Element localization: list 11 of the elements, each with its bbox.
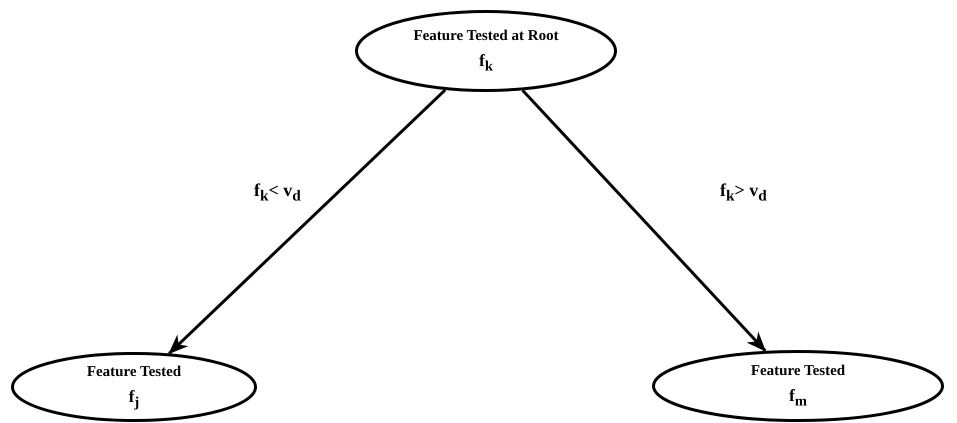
- arrow: [168, 88, 446, 355]
- feature-symbol: f$_{k}$: [479, 50, 493, 76]
- feature-symbol: f$_{j}$: [128, 386, 140, 412]
- ellipse-node: [11, 352, 257, 422]
- feature-symbol: f$_{m}$: [789, 386, 807, 410]
- ellipse-node: [355, 10, 617, 92]
- arrow: [522, 89, 766, 352]
- node-title: Feature Tested at Root: [413, 26, 559, 45]
- node-title: Feature Tested: [750, 362, 846, 380]
- node-title: Feature Tested: [86, 362, 182, 381]
- ellipse-node: [652, 350, 944, 422]
